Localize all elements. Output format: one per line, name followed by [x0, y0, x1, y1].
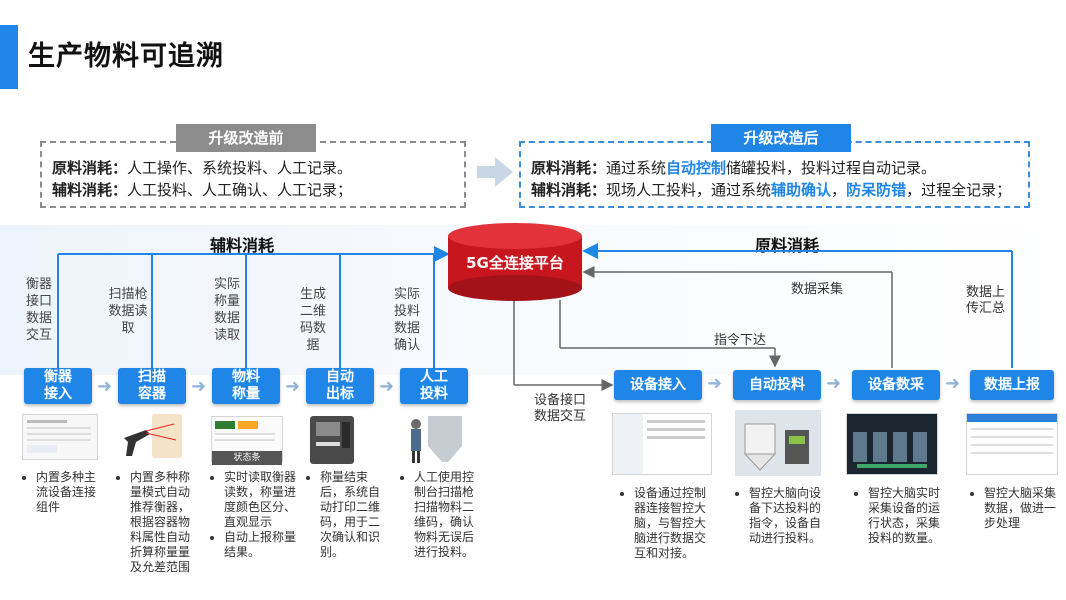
title-accent-bar [0, 25, 18, 89]
before-line1-text: 人工操作、系统投料、人工记录。 [127, 159, 353, 177]
desc-scale-access: 内置多种主流设备连接组件 [22, 470, 102, 515]
after-line2-highlight1: 辅助确认 [771, 181, 832, 199]
right-arrow-icon [477, 157, 513, 187]
desc-item: 设备通过控制器连接智控大脑，与智控大脑进行数据交互和对接。 [634, 486, 712, 561]
chevron-right-icon: ➜ [945, 373, 961, 394]
desc-item: 智控大脑实时采集设备的运行状态，采集投料的数量。 [868, 486, 940, 546]
desc-manual-feed: 人工使用控制台扫描枪扫描物料二维码，确认物料无误后进行投料。 [400, 470, 480, 560]
label-printer-image [310, 416, 354, 464]
before-line2-text: 人工投料、人工确认、人工记录； [127, 181, 353, 199]
platform-cylinder [448, 223, 582, 301]
chevron-right-icon: ➜ [826, 373, 842, 394]
step-device-access[interactable]: 设备接入 [614, 370, 702, 400]
page-title: 生产物料可追溯 [28, 41, 224, 72]
before-upgrade-tag: 升级改造前 [176, 124, 316, 152]
desc-material-weigh: 实时读取衡器读数，称量进度颜色区分、直观显示自动上报称量结果。 [210, 470, 296, 560]
desc-item: 智控大脑向设备下达投料的指令，设备自动进行投料。 [749, 486, 825, 546]
step-scale-access[interactable]: 衡器 接入 [24, 368, 92, 404]
desc-scan-container: 内置多种称量模式自动推荐衡器，根据容器物料属性自动折算称量量及允差范围 [116, 470, 192, 575]
vlabel-scale-interface: 衡器 接口 数据 交互 [25, 277, 52, 343]
step-manual-feed[interactable]: 人工 投料 [400, 368, 468, 404]
chevron-right-icon: ➜ [707, 373, 723, 394]
chevron-right-icon: ➜ [379, 376, 395, 397]
software-screenshot-image [22, 414, 98, 460]
step-scan-container[interactable]: 扫描 容器 [118, 368, 186, 404]
barcode-scanner-image [124, 414, 182, 458]
after-line1-highlight: 自动控制 [666, 159, 727, 177]
desc-auto-label: 称量结束后，系统自动打印二维码，用于二次确认和识别。 [306, 470, 382, 560]
desc-data-report: 智控大脑采集数据，做进一步处理 [970, 486, 1058, 531]
chevron-right-icon: ➜ [191, 376, 207, 397]
command-issue-label: 指令下达 [714, 333, 767, 348]
auxiliary-consumption-label: 辅料消耗 [210, 236, 275, 255]
desc-auto-feed: 智控大脑向设备下达投料的指令，设备自动进行投料。 [735, 486, 825, 546]
vlabel-feed-confirm: 实际 投料 数据 确认 [393, 287, 420, 353]
desc-device-access: 设备通过控制器连接智控大脑，与智控大脑进行数据交互和对接。 [620, 486, 712, 561]
step-material-weigh[interactable]: 物料 称量 [212, 368, 280, 404]
chevron-right-icon: ➜ [97, 376, 113, 397]
report-table-image [966, 413, 1058, 475]
vlabel-scanner-read: 扫描枪 数据读 取 [108, 287, 148, 336]
before-upgrade-box: 原料消耗：人工操作、系统投料、人工记录。 辅料消耗：人工投料、人工确认、人工记录… [40, 141, 466, 208]
before-line2-label: 辅料消耗： [52, 181, 128, 199]
desc-device-data-collect: 智控大脑实时采集设备的运行状态，采集投料的数量。 [854, 486, 940, 546]
status-strip: 状态条 [212, 451, 282, 465]
before-line1-label: 原料消耗： [52, 159, 128, 177]
after-line2-b: ，过程全记录； [906, 181, 1012, 199]
data-report-summary-label: 数据上 传汇总 [966, 285, 1006, 316]
desc-item: 人工使用控制台扫描枪扫描物料二维码，确认物料无误后进行投料。 [414, 470, 480, 560]
desc-item: 内置多种主流设备连接组件 [36, 470, 102, 515]
after-line1-b: 储罐投料，投料过程自动记录。 [726, 159, 937, 177]
desc-item: 称量结束后，系统自动打印二维码，用于二次确认和识别。 [320, 470, 382, 560]
platform-label: 5G全连接平台 [466, 254, 564, 272]
after-line1-label: 原料消耗： [531, 159, 607, 177]
vlabel-weigh-read: 实际 称量 数据 读取 [213, 277, 240, 343]
after-line2-a: 现场人工投料，通过系统 [606, 181, 772, 199]
step-device-data-collect[interactable]: 设备数采 [852, 370, 940, 400]
after-line2-label: 辅料消耗： [531, 181, 607, 199]
after-line2-sep: ， [831, 181, 847, 199]
step-data-report[interactable]: 数据上报 [970, 370, 1054, 400]
desc-item: 自动上报称量结果。 [224, 530, 296, 560]
feeding-station-image [411, 416, 462, 463]
after-line1-a: 通过系统 [606, 159, 667, 177]
vlabel-qrcode: 生成 二维 码数 据 [299, 287, 326, 353]
desc-item: 内置多种称量模式自动推荐衡器，根据容器物料属性自动折算称量量及允差范围 [130, 470, 192, 575]
after-upgrade-tag: 升级改造后 [711, 124, 851, 152]
dashboard-screen-image [846, 413, 938, 475]
feeding-tank-image [735, 410, 821, 476]
desc-item: 智控大脑采集数据，做进一步处理 [984, 486, 1058, 531]
device-config-screenshot-image [612, 413, 712, 475]
device-interface-label: 设备接口 数据交互 [534, 393, 587, 424]
chevron-right-icon: ➜ [285, 376, 301, 397]
after-line2-highlight2: 防呆防错 [846, 181, 907, 199]
step-auto-label[interactable]: 自动 出标 [306, 368, 374, 404]
desc-item: 实时读取衡器读数，称量进度颜色区分、直观显示 [224, 470, 296, 530]
step-auto-feed[interactable]: 自动投料 [733, 370, 821, 400]
data-collection-label: 数据采集 [791, 282, 844, 297]
